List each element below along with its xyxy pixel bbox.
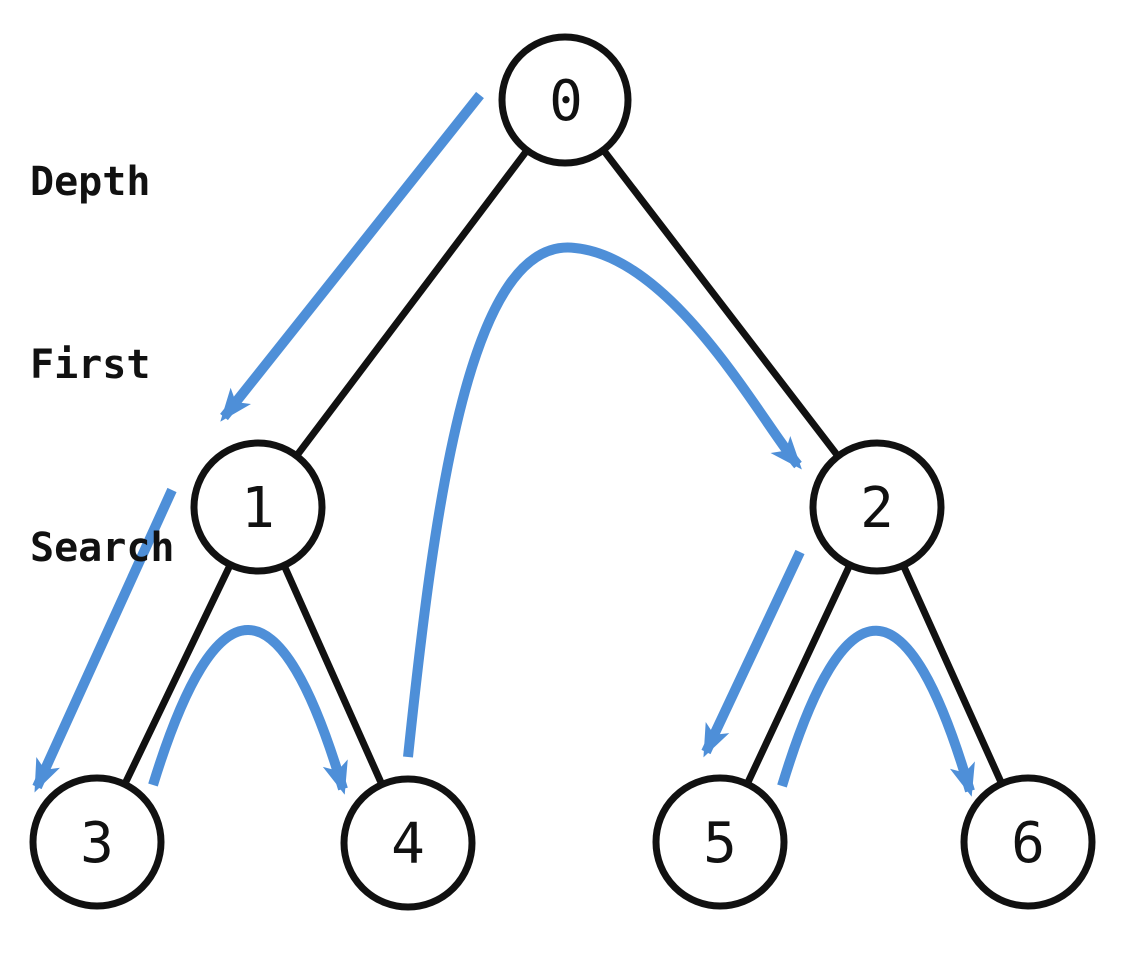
node-label-5: 5 <box>703 811 737 876</box>
traversal-arrow-5-6 <box>777 625 975 797</box>
title-line-1: Depth <box>30 159 151 205</box>
node-circle-5 <box>652 774 788 910</box>
node-circle-6 <box>960 774 1096 910</box>
traversal-arrow-0-1 <box>220 91 484 422</box>
node-circle-4 <box>340 775 476 911</box>
title-line-2: First <box>30 342 151 388</box>
traversal-arrow-2-5 <box>701 549 805 758</box>
node-label-0: 0 <box>549 69 583 134</box>
node-label-3: 3 <box>80 811 114 876</box>
tree-node-3: 3 <box>29 774 165 910</box>
tree-node-4: 4 <box>340 775 476 911</box>
tree-nodes: 0 1 2 3 4 5 6 <box>29 33 1096 911</box>
traversal-arrow-1-3 <box>32 487 177 793</box>
node-circle-3 <box>29 774 165 910</box>
node-label-4: 4 <box>391 812 425 877</box>
tree-node-0: 0 <box>498 33 632 167</box>
node-circle-0 <box>498 33 632 167</box>
node-circle-1 <box>190 439 326 575</box>
tree-node-2: 2 <box>809 439 945 575</box>
traversal-arrow-3-4 <box>148 625 348 795</box>
diagram-title: Depth First Search <box>30 30 175 701</box>
node-label-1: 1 <box>241 476 275 541</box>
traversal-arrows <box>32 91 975 797</box>
tree-node-1: 1 <box>190 439 326 575</box>
node-label-6: 6 <box>1011 811 1045 876</box>
traversal-arrow-4-2 <box>403 242 802 758</box>
tree-edge-0-2 <box>562 97 880 510</box>
node-label-2: 2 <box>860 476 894 541</box>
node-circle-2 <box>809 439 945 575</box>
tree-node-5: 5 <box>652 774 788 910</box>
tree-edge-0-1 <box>255 97 568 510</box>
title-line-3: Search <box>30 525 175 571</box>
tree-node-6: 6 <box>960 774 1096 910</box>
